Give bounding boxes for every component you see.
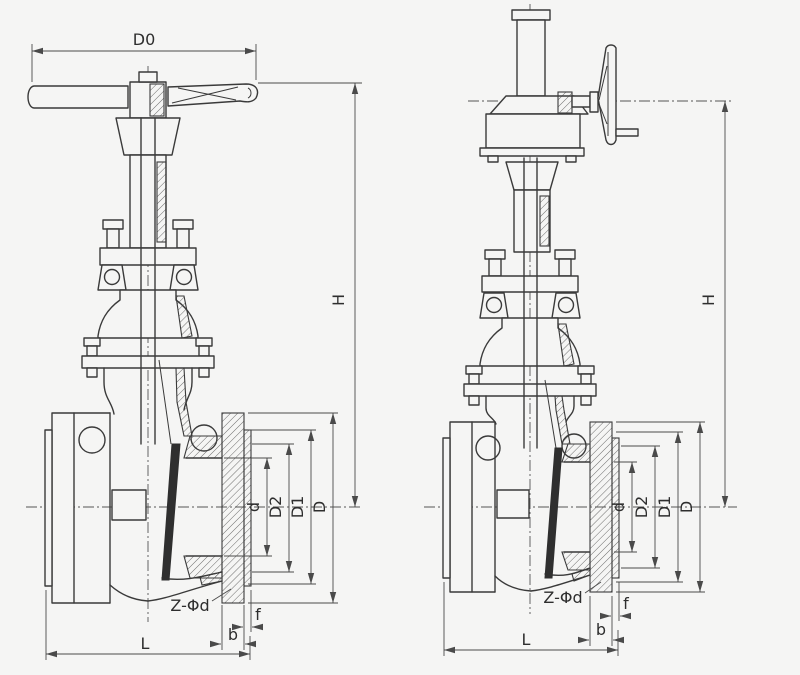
dim-L-right: L (443, 582, 619, 656)
dim-label-D1: D1 (288, 496, 307, 519)
stem (140, 117, 156, 445)
dim-H-left: H (258, 82, 362, 507)
chamber-wall (554, 395, 571, 445)
gland-flange (481, 275, 579, 293)
bore-wall-top (561, 443, 591, 463)
dim-label-f: f (623, 594, 629, 613)
gate-wedge-right (544, 379, 563, 579)
eyebolt-pin (103, 268, 121, 286)
dim-label-b: b (596, 620, 606, 639)
right-valve: H d D2 D1 D Z-Φd (424, 4, 737, 656)
stem-protection-tube (511, 9, 551, 97)
dim-D2-right: D2 (621, 445, 660, 569)
dim-label-f: f (255, 605, 261, 624)
dim-label-L: L (522, 630, 531, 649)
callout-bolt-holes-right: Z-Φd (543, 581, 602, 607)
wheel-handle (615, 128, 639, 137)
raised-face (44, 429, 53, 587)
dim-b-right: b (578, 596, 624, 646)
dim-f-left: f (232, 590, 263, 632)
dim-L-left: L (45, 590, 251, 660)
eyebolt-pin (485, 296, 503, 314)
callout-bolt-holes-left: Z-Φd (170, 588, 232, 615)
left-end-flange (449, 421, 473, 593)
dim-b-left: b (210, 605, 256, 650)
gearbox (479, 91, 591, 163)
bonnet (81, 289, 215, 378)
chamber-wall (175, 367, 193, 437)
flange-bolt-hole (78, 426, 106, 454)
dim-H-right: H (699, 101, 729, 507)
bore-wall-top (183, 435, 223, 459)
dim-f-right: f (600, 582, 631, 621)
flange-bolt-hole (475, 435, 501, 461)
dim-label-D: D (677, 501, 696, 513)
raised-face-section (243, 429, 252, 587)
side-handwheel (589, 44, 639, 146)
dim-D0: D0 (31, 30, 257, 82)
bolt-holes-label: Z-Φd (543, 588, 582, 607)
bore-wall-bottom (561, 551, 591, 571)
dim-D-right: D (616, 421, 705, 593)
gate-wedge (158, 359, 181, 581)
valve-body-right (442, 395, 620, 593)
dim-label-H: H (329, 294, 348, 306)
dim-label-d: d (609, 502, 628, 512)
bonnet-right (463, 317, 597, 406)
gland-assembly-right (479, 249, 581, 319)
bonnet-flange (81, 355, 215, 369)
left-valve: D0 H d D2 D1 D (26, 30, 362, 660)
left-valve-centerlines (26, 66, 362, 622)
bolt-holes-label: Z-Φd (170, 596, 209, 615)
gland-flange (99, 247, 197, 266)
yoke-column-right (505, 161, 559, 253)
raised-face (442, 437, 451, 579)
dim-D1-left: D1 (248, 429, 316, 585)
valve-body (44, 367, 252, 604)
dim-label-D: D (310, 501, 329, 513)
eyebolt-pin (175, 268, 193, 286)
raised-face-section (611, 437, 620, 579)
eyebolt-pin (557, 296, 575, 314)
wheel-hub (589, 91, 599, 113)
dim-label-D2: D2 (266, 496, 285, 519)
yoke-column (115, 117, 181, 249)
dim-d-left: d (224, 457, 272, 557)
body-boss (111, 489, 147, 521)
handwheel (27, 71, 259, 119)
stem-right (523, 157, 538, 449)
dim-D1-right: D1 (616, 431, 683, 583)
dim-label-b: b (228, 625, 238, 644)
stem-nut (138, 71, 158, 83)
dim-label-D1: D1 (655, 496, 674, 519)
dim-label-H: H (699, 294, 718, 306)
bonnet-flange (463, 383, 597, 397)
dim-D2-left: D2 (252, 443, 294, 573)
right-end-flange-section (221, 412, 245, 604)
left-end-flange (51, 412, 75, 604)
dim-label-D2: D2 (632, 496, 651, 519)
dim-d-right: d (609, 461, 637, 553)
gland-assembly (97, 219, 199, 291)
body-boss (496, 489, 530, 519)
dim-label-L: L (141, 634, 150, 653)
dim-D-left: D (248, 412, 338, 604)
dim-label-D0: D0 (133, 30, 156, 49)
dim-label-d: d (244, 502, 263, 512)
gear-shaft (571, 95, 591, 108)
